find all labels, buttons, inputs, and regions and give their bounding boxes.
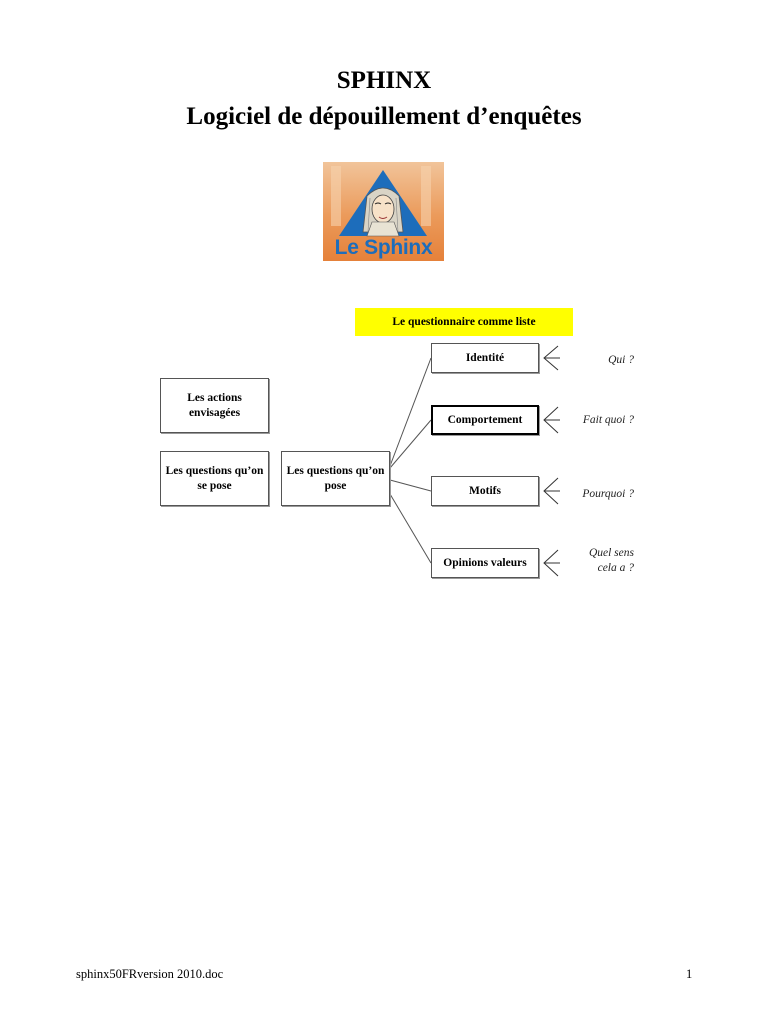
question-who: Qui ?	[608, 354, 634, 366]
box-questions-left: Les questions qu’on se pose	[160, 451, 269, 506]
box-questions-center: Les questions qu’on pose	[281, 451, 390, 506]
branch-behaviour: Comportement	[431, 405, 539, 435]
diagram-header: Le questionnaire comme liste	[355, 308, 573, 336]
branch-motives: Motifs	[431, 476, 539, 506]
page-number: 1	[686, 967, 693, 981]
document-title: SPHINX	[336, 67, 432, 94]
sphinx-logo-graphic	[331, 166, 431, 237]
question-why: Pourquoi ?	[582, 488, 634, 500]
box-actions: Les actions envisagées	[160, 378, 269, 433]
logo-text: Le Sphinx	[334, 236, 433, 259]
question-meaning: Quel sens cela a ?	[588, 547, 634, 574]
branch-opinions: Opinions valeurs	[431, 548, 539, 578]
question-does-what: Fait quoi ?	[582, 414, 634, 426]
footer-filename: sphinx50FRversion 2010.doc	[76, 967, 224, 981]
document-subtitle: Logiciel de dépouillement d’enquêtes	[186, 103, 582, 130]
branch-identity: Identité	[431, 343, 539, 373]
sphinx-logo: Le Sphinx	[323, 162, 444, 261]
